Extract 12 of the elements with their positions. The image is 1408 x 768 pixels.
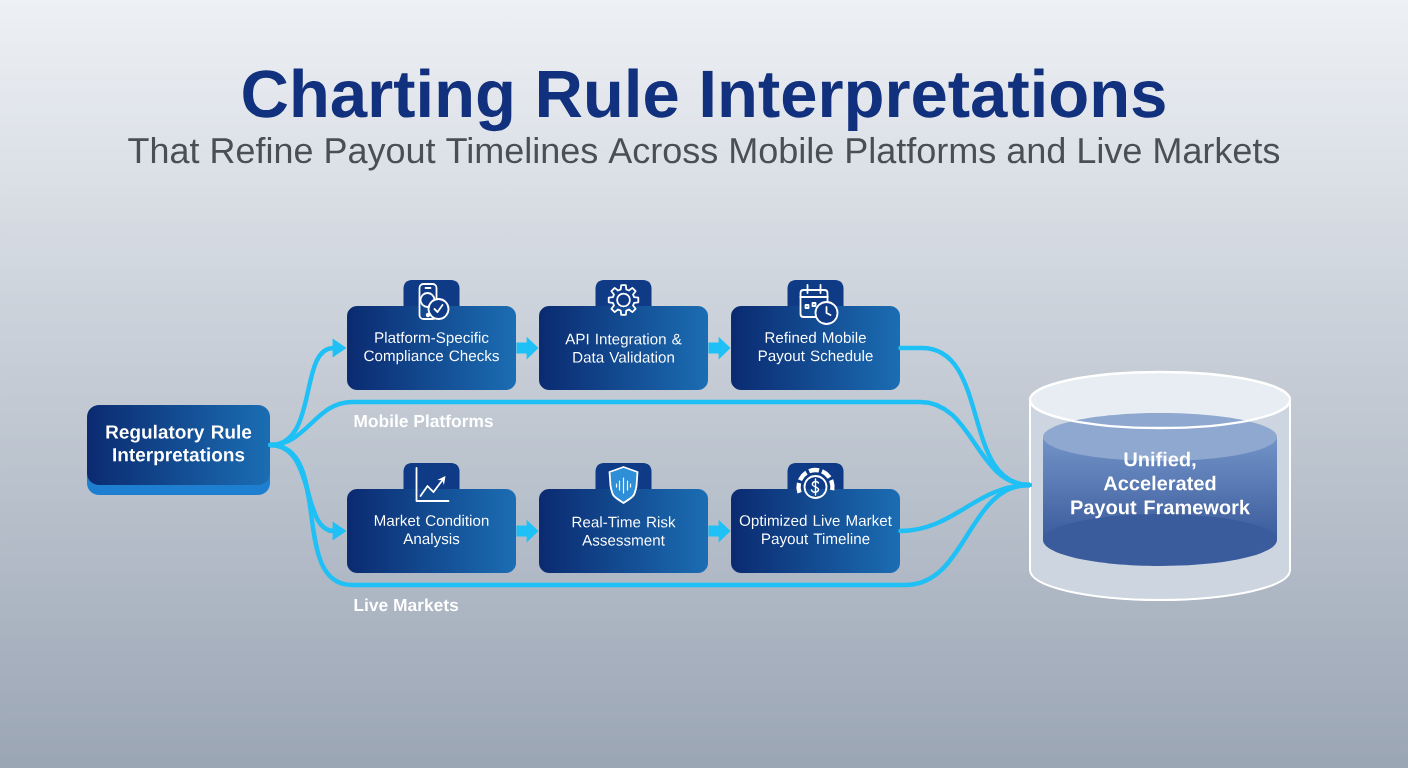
edge-label: Live Markets xyxy=(354,598,459,612)
process-box: API Integration & Data Validation xyxy=(539,280,708,390)
process-box: Market Condition Analysis xyxy=(347,463,516,573)
edge-label: Mobile Platforms xyxy=(354,414,493,428)
process-box: Optimized Live Market Payout Timeline xyxy=(731,463,900,573)
cylinder: Unified, Accelerated Payout Framework xyxy=(1028,370,1292,601)
subtitle: That Refine Payout Timelines Across Mobile Platforms and Live Markets xyxy=(128,136,1280,171)
process-box: Regulatory Rule Interpretations xyxy=(87,405,270,495)
process-box: Platform-Specific Compliance Checks xyxy=(347,280,516,390)
process-box: Refined Mobile Payout Schedule xyxy=(731,280,900,390)
title: Charting Rule Interpretations xyxy=(243,68,1165,132)
process-box: Real-Time Risk Assessment xyxy=(539,463,708,573)
